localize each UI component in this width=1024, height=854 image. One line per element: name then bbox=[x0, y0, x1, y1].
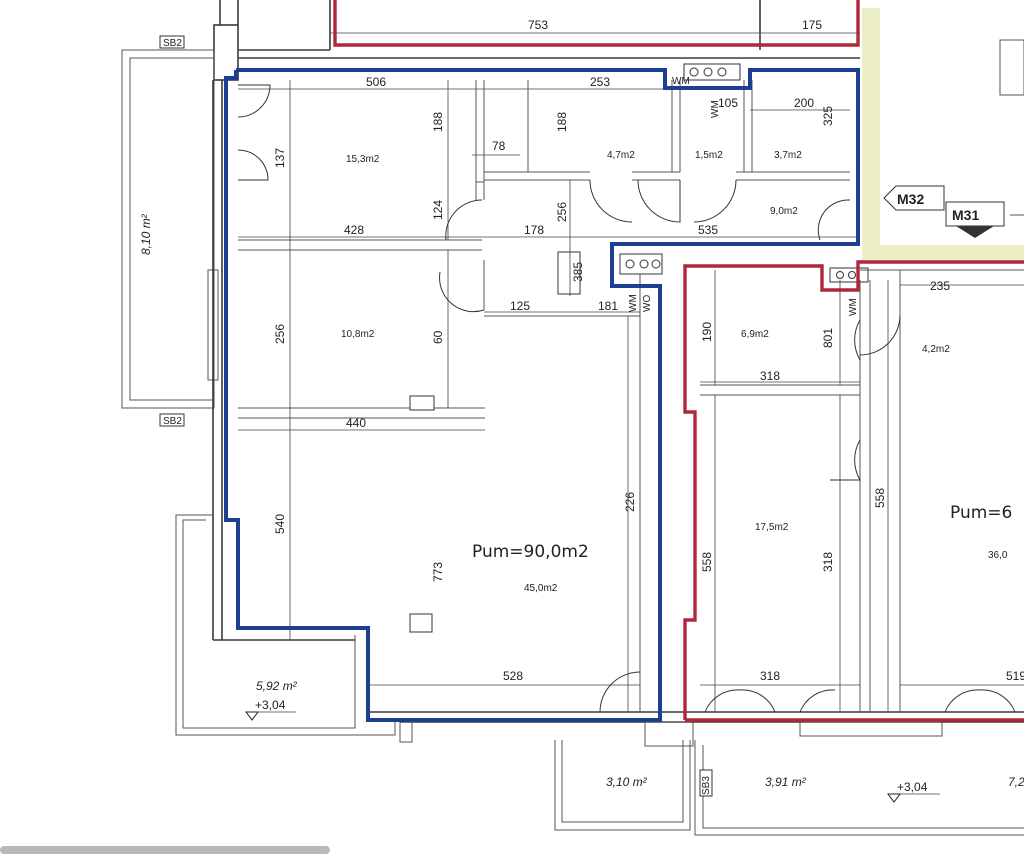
section-mark: SB2 bbox=[163, 416, 182, 427]
fixture-label: WO bbox=[642, 295, 653, 312]
unit-tag-m32: M32 bbox=[883, 185, 945, 211]
balcony-area: 5,92 m² bbox=[256, 679, 298, 693]
balcony-area: 3,10 m² bbox=[606, 775, 648, 789]
balcony-area: 3,91 m² bbox=[765, 775, 807, 789]
neighbor-total-area-label: Pum=6 bbox=[950, 503, 1012, 523]
balcony-level: +3,04 bbox=[255, 698, 286, 712]
dimension: 519 bbox=[1006, 669, 1024, 683]
dimension: 60 bbox=[431, 330, 445, 344]
dimension: 78 bbox=[492, 139, 506, 153]
total-area-label: Pum=90,0m2 bbox=[472, 542, 589, 562]
dimension: 181 bbox=[598, 299, 618, 313]
dimension: 801 bbox=[821, 328, 835, 348]
dimension: 318 bbox=[821, 552, 835, 572]
dimension: 318 bbox=[760, 669, 780, 683]
horizontal-scrollbar[interactable] bbox=[0, 846, 330, 854]
dimension: 318 bbox=[760, 369, 780, 383]
dimension: 506 bbox=[366, 75, 386, 89]
balcony-level: +3,04 bbox=[897, 780, 928, 794]
dimension: 188 bbox=[431, 112, 445, 132]
dimension: 540 bbox=[273, 514, 287, 534]
unit-tag-m31: M31 bbox=[945, 201, 1005, 238]
dimension: 178 bbox=[524, 223, 544, 237]
dimension-lines bbox=[238, 32, 1024, 712]
unit-label-m32: M32 bbox=[897, 191, 924, 207]
unit-label-m31: M31 bbox=[952, 207, 979, 223]
room-area-n2: 4,2m2 bbox=[922, 344, 950, 355]
neighbor-top-outline bbox=[333, 0, 860, 47]
doors bbox=[237, 84, 1016, 713]
dimension: 535 bbox=[698, 223, 718, 237]
dimension: 137 bbox=[273, 148, 287, 168]
walls bbox=[121, 0, 1024, 836]
room-area-n4: 36,0 bbox=[988, 550, 1008, 561]
dimension: 440 bbox=[346, 416, 366, 430]
unit-outline bbox=[224, 68, 860, 722]
dimension: 558 bbox=[873, 488, 887, 508]
fixture-sinks bbox=[625, 67, 856, 279]
dimension: 200 bbox=[794, 96, 814, 110]
room-area-bedroom1: 15,3m2 bbox=[346, 154, 380, 165]
dimension: 190 bbox=[700, 322, 714, 342]
dimension: 325 bbox=[821, 106, 835, 126]
room-area-n1: 6,9m2 bbox=[741, 329, 769, 340]
balcony-area: 8,10 m² bbox=[139, 213, 153, 255]
room-area-bath: 4,7m2 bbox=[607, 150, 635, 161]
dimension: 528 bbox=[503, 669, 523, 683]
section-mark: SB2 bbox=[163, 38, 182, 49]
dimension: 105 bbox=[718, 96, 738, 110]
section-marks: SB2 SB2 SB3 bbox=[159, 35, 713, 797]
fixture-label: WM bbox=[848, 298, 859, 316]
dimension: 385 bbox=[571, 262, 585, 282]
dimension: 753 bbox=[528, 18, 548, 32]
corridor-highlight bbox=[862, 8, 1024, 262]
room-area-hall: 9,0m2 bbox=[770, 206, 798, 217]
dimension: 125 bbox=[510, 299, 530, 313]
room-area-bedroom2: 10,8m2 bbox=[341, 329, 375, 340]
room-area-wc: 1,5m2 bbox=[695, 150, 723, 161]
dimension: 558 bbox=[700, 552, 714, 572]
balcony-area: 7,2 bbox=[1008, 775, 1024, 789]
dimension: 188 bbox=[555, 112, 569, 132]
neighbor-right-outline bbox=[683, 260, 1024, 720]
dimension: 428 bbox=[344, 223, 364, 237]
fixture-label: WM bbox=[628, 294, 639, 312]
fixture-label: WM bbox=[672, 76, 690, 87]
fixture-label: WM bbox=[710, 100, 721, 118]
dimension: 235 bbox=[930, 279, 950, 293]
dimension: 253 bbox=[590, 75, 610, 89]
room-area-living: 45,0m2 bbox=[524, 583, 558, 594]
dimension: 226 bbox=[623, 492, 637, 512]
dimension: 256 bbox=[273, 324, 287, 344]
dimension: 256 bbox=[555, 202, 569, 222]
dimension: 124 bbox=[431, 200, 445, 220]
dimension: 175 bbox=[802, 18, 822, 32]
dimension: 773 bbox=[431, 562, 445, 582]
room-area-n3: 17,5m2 bbox=[755, 522, 789, 533]
section-mark: SB3 bbox=[701, 776, 712, 795]
room-area-storage: 3,7m2 bbox=[774, 150, 802, 161]
